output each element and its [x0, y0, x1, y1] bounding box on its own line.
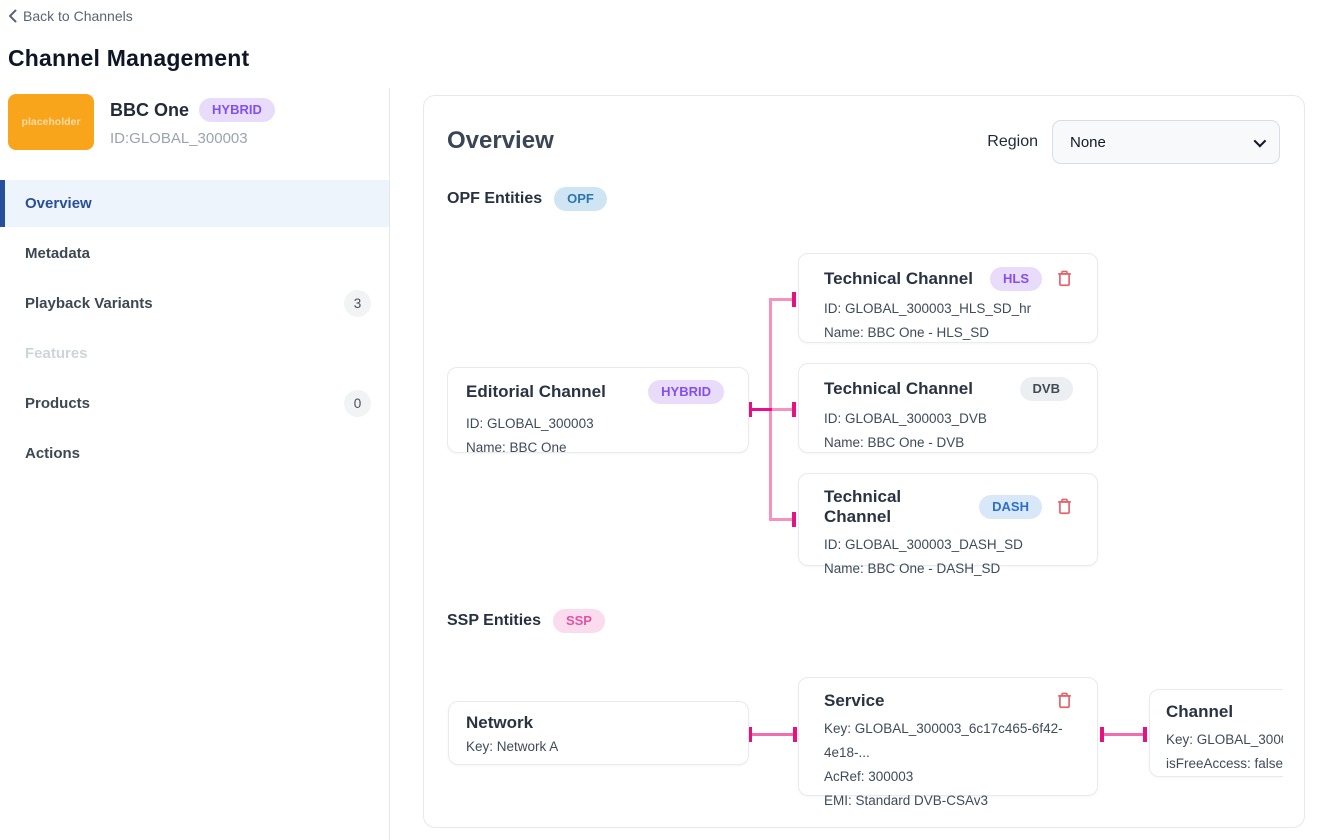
sidebar-item-actions[interactable]: Actions	[0, 430, 389, 477]
channel-id: ID:GLOBAL_300003	[110, 130, 248, 147]
network-card: Network Key: Network A	[448, 701, 749, 765]
card-name: Name: BBC One	[466, 440, 567, 455]
card-name: Name: BBC One - HLS_SD	[824, 325, 990, 340]
card-title: Technical Channel	[824, 487, 902, 526]
connector-endcap	[792, 402, 796, 417]
trash-icon	[1058, 692, 1071, 709]
card-isfreeaccess: isFreeAccess: false	[1166, 756, 1283, 771]
editorial-channel-card: Editorial Channel HYBRID ID: GLOBAL_3000…	[447, 367, 749, 455]
channel-name: BBC One	[110, 99, 190, 120]
sidebar-item-playback-variants[interactable]: Playback Variants 3	[0, 280, 389, 327]
opf-section-title: OPF Entities	[447, 190, 543, 207]
connector-branch-top	[769, 298, 796, 301]
service-card: Service Key: GLOBAL_300003_6c17c465-6f42…	[798, 677, 1098, 808]
technical-type-badge: DASH	[979, 495, 1042, 519]
delete-button[interactable]	[1056, 269, 1073, 289]
panel-title: Overview	[447, 127, 554, 154]
back-label: Back to Channels	[23, 8, 133, 24]
ssp-badge: SSP	[552, 609, 605, 633]
card-id: ID: GLOBAL_300003_HLS_SD_hr	[824, 301, 1032, 316]
sidebar-item-metadata[interactable]: Metadata	[0, 230, 389, 277]
card-acref: AcRef: 300003	[824, 769, 914, 784]
card-title: Network	[466, 713, 534, 732]
count-badge: 0	[344, 390, 371, 417]
card-emi: EMI: Standard DVB-CSAv3	[824, 793, 989, 808]
channel-type-badge: HYBRID	[199, 98, 275, 122]
technical-channel-card-hls: Technical Channel HLS ID: GLOBAL_300003_…	[798, 253, 1098, 343]
card-name: Name: BBC One - DASH_SD	[824, 561, 1001, 576]
card-title: Technical Channel	[824, 269, 973, 288]
card-title: Channel	[1166, 702, 1234, 721]
count-badge: 3	[344, 290, 371, 317]
connector-branch-mid-right	[772, 408, 796, 411]
back-to-channels-link[interactable]: Back to Channels	[8, 8, 133, 24]
connector-endcap	[1100, 727, 1104, 742]
chevron-left-icon	[9, 9, 17, 23]
card-title: Technical Channel	[824, 379, 973, 398]
connector-endcap	[748, 727, 752, 742]
connector-service-channel	[1102, 733, 1145, 736]
connector-network-service	[750, 733, 795, 736]
card-id: ID: GLOBAL_300003_DVB	[824, 411, 987, 426]
connector-branch-mid-left	[750, 408, 772, 411]
technical-channel-card-dash: Technical Channel DASH ID: GLOBAL_300003…	[798, 473, 1098, 576]
technical-type-badge: HLS	[990, 267, 1042, 291]
region-select[interactable]: None	[1052, 120, 1280, 164]
sidebar-item-label: Products	[25, 395, 91, 412]
editorial-type-badge: HYBRID	[648, 380, 724, 404]
sidebar-item-label: Playback Variants	[25, 295, 153, 312]
technical-channel-card-dvb: Technical Channel DVB ID: GLOBAL_300003_…	[798, 363, 1098, 453]
entity-diagram: Editorial Channel HYBRID ID: GLOBAL_3000…	[447, 96, 1283, 829]
card-id: ID: GLOBAL_300003	[466, 416, 594, 431]
page-title: Channel Management	[8, 45, 250, 71]
sidebar-nav: Overview Metadata Playback Variants 3 Fe…	[0, 180, 389, 477]
card-key: Key: Network A	[466, 739, 559, 754]
channel-summary: placeholder BBC One HYBRID ID:GLOBAL_300…	[0, 88, 389, 150]
delete-button[interactable]	[1056, 691, 1073, 711]
card-title: Editorial Channel	[466, 382, 606, 401]
ssp-section-title: SSP Entities	[447, 612, 541, 629]
sidebar: placeholder BBC One HYBRID ID:GLOBAL_300…	[0, 88, 390, 840]
sidebar-item-label: Features	[25, 345, 88, 362]
overview-panel: Overview Region None OPF Entities OPF SS…	[423, 95, 1305, 828]
trash-icon	[1058, 498, 1071, 515]
connector-endcap	[748, 402, 752, 417]
ssp-channel-card: Channel Key: GLOBAL_30000 isFreeAccess: …	[1149, 689, 1283, 777]
sidebar-item-label: Actions	[25, 445, 81, 462]
sidebar-item-label: Overview	[25, 195, 92, 212]
region-label: Region	[987, 133, 1038, 150]
trash-icon	[1058, 270, 1071, 287]
sidebar-item-features: Features	[0, 330, 389, 377]
sidebar-item-overview[interactable]: Overview	[0, 180, 389, 227]
card-name: Name: BBC One - DVB	[824, 435, 965, 450]
connector-branch-bottom	[769, 518, 796, 521]
channel-logo: placeholder	[8, 94, 94, 150]
card-title: Service	[824, 691, 885, 710]
delete-button[interactable]	[1056, 497, 1073, 517]
opf-badge: OPF	[554, 187, 607, 211]
card-key: Key: GLOBAL_300003_6c17c465-6f42-4e18-..…	[824, 721, 1063, 760]
sidebar-item-label: Metadata	[25, 245, 91, 262]
channel-logo-text: placeholder	[21, 116, 81, 128]
connector-endcap	[1143, 727, 1147, 742]
sidebar-item-products[interactable]: Products 0	[0, 380, 389, 427]
card-key: Key: GLOBAL_30000	[1166, 732, 1283, 747]
card-id: ID: GLOBAL_300003_DASH_SD	[824, 537, 1023, 552]
technical-type-badge: DVB	[1019, 377, 1073, 401]
connector-endcap	[792, 292, 796, 307]
region-select-value: None	[1070, 133, 1106, 151]
connector-endcap	[792, 512, 796, 527]
connector-endcap	[793, 727, 797, 742]
